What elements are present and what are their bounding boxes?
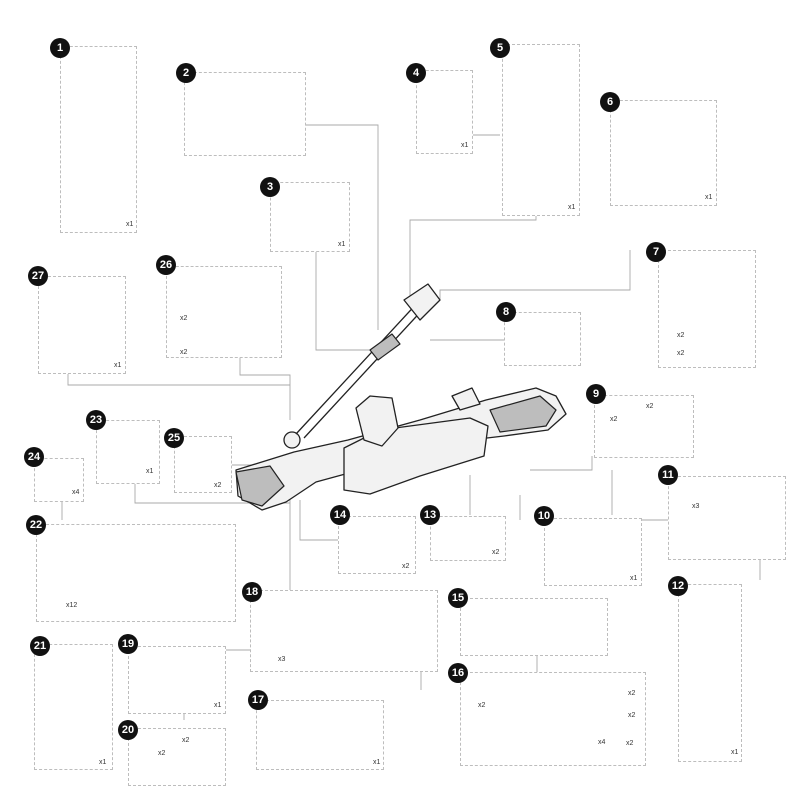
part-number-badge: 20 xyxy=(118,720,138,740)
part-quantity: x1 xyxy=(338,241,346,248)
part-quantity: x1 xyxy=(114,362,122,369)
hardware-quantity: x2 xyxy=(180,315,188,322)
part-quantity: x1 xyxy=(126,221,134,228)
part-number-badge: 17 xyxy=(248,690,268,710)
part-1-frame xyxy=(60,46,137,233)
part-11-frame xyxy=(668,476,786,560)
part-number-badge: 6 xyxy=(600,92,620,112)
part-number-badge: 21 xyxy=(30,636,50,656)
part-13-frame xyxy=(430,516,506,561)
part-24-frame xyxy=(34,458,84,502)
part-18-frame xyxy=(250,590,438,672)
part-number-badge: 5 xyxy=(490,38,510,58)
hardware-quantity: x2 xyxy=(158,750,166,757)
part-number-badge: 12 xyxy=(668,576,688,596)
part-number-badge: 19 xyxy=(118,634,138,654)
part-number-badge: 7 xyxy=(646,242,666,262)
part-number-badge: 27 xyxy=(28,266,48,286)
part-number-badge: 3 xyxy=(260,177,280,197)
part-number-badge: 26 xyxy=(156,255,176,275)
part-number-badge: 15 xyxy=(448,588,468,608)
part-7-frame xyxy=(658,250,756,368)
part-quantity: x2 xyxy=(402,563,410,570)
hardware-quantity: x3 xyxy=(692,503,700,510)
part-26-frame xyxy=(166,266,282,358)
hardware-quantity: x2 xyxy=(610,416,618,423)
hardware-quantity: x2 xyxy=(677,350,685,357)
part-25-frame xyxy=(174,436,232,493)
part-quantity: x1 xyxy=(630,575,638,582)
part-number-badge: 14 xyxy=(330,505,350,525)
part-19-frame xyxy=(128,646,226,714)
part-quantity: x2 xyxy=(214,482,222,489)
part-number-badge: 8 xyxy=(496,302,516,322)
part-8-frame xyxy=(504,312,581,366)
part-4-frame xyxy=(416,70,473,154)
part-22-frame xyxy=(36,524,236,622)
part-quantity: x1 xyxy=(99,759,107,766)
part-17-frame xyxy=(256,700,384,770)
hardware-quantity: x2 xyxy=(677,332,685,339)
part-14-frame xyxy=(338,516,416,574)
hardware-quantity: x2 xyxy=(478,702,486,709)
part-number-badge: 22 xyxy=(26,515,46,535)
part-number-badge: 18 xyxy=(242,582,262,602)
hardware-quantity: x2 xyxy=(182,737,190,744)
part-16-frame xyxy=(460,672,646,766)
part-quantity: x1 xyxy=(461,142,469,149)
part-12-frame xyxy=(678,584,742,762)
hardware-quantity: x2 xyxy=(628,690,636,697)
part-number-badge: 24 xyxy=(24,447,44,467)
hardware-quantity: x2 xyxy=(646,403,654,410)
part-number-badge: 13 xyxy=(420,505,440,525)
part-quantity: x1 xyxy=(214,702,222,709)
hardware-quantity: x2 xyxy=(180,349,188,356)
part-number-badge: 9 xyxy=(586,384,606,404)
part-number-badge: 10 xyxy=(534,506,554,526)
part-quantity: x2 xyxy=(492,549,500,556)
part-9-frame xyxy=(594,395,694,458)
bike-carrier-assembly-drawing xyxy=(235,283,567,511)
part-number-badge: 25 xyxy=(164,428,184,448)
part-quantity: x1 xyxy=(373,759,381,766)
part-quantity: x1 xyxy=(731,749,739,756)
part-20-frame xyxy=(128,728,226,786)
part-15-frame xyxy=(460,598,608,656)
part-3-frame xyxy=(270,182,350,252)
part-quantity: x4 xyxy=(72,489,80,496)
part-21-frame xyxy=(34,644,113,770)
hardware-quantity: x2 xyxy=(626,740,634,747)
part-quantity: x1 xyxy=(705,194,713,201)
part-number-badge: 23 xyxy=(86,410,106,430)
part-27-frame xyxy=(38,276,126,374)
part-23-frame xyxy=(96,420,160,484)
part-6-frame xyxy=(610,100,717,206)
hardware-quantity: x12 xyxy=(66,602,78,609)
part-number-badge: 11 xyxy=(658,465,678,485)
part-quantity: x1 xyxy=(568,204,576,211)
part-quantity: x1 xyxy=(146,468,154,475)
part-number-badge: 1 xyxy=(50,38,70,58)
part-10-frame xyxy=(544,518,642,586)
hardware-quantity: x2 xyxy=(628,712,636,719)
part-number-badge: 16 xyxy=(448,663,468,683)
hardware-quantity: x4 xyxy=(598,739,606,746)
hardware-quantity: x3 xyxy=(278,656,286,663)
part-number-badge: 2 xyxy=(176,63,196,83)
part-5-frame xyxy=(502,44,580,216)
part-number-badge: 4 xyxy=(406,63,426,83)
part-2-frame xyxy=(184,72,306,156)
